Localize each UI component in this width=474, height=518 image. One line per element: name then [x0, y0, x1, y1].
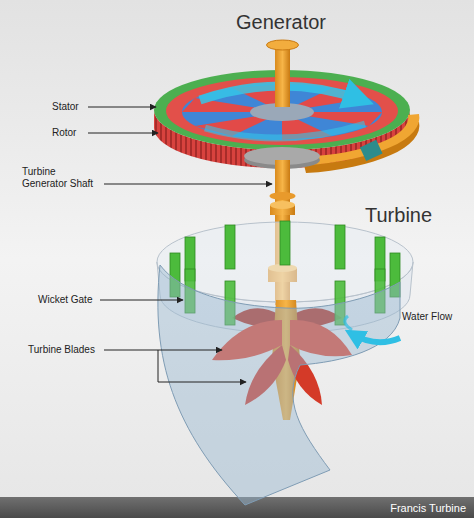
leader-lines	[158, 350, 246, 382]
leader-lines	[88, 133, 158, 134]
part-label: Turbine Generator Shaft	[22, 166, 102, 190]
part-label: Water Flow	[402, 311, 452, 323]
generator	[304, 122, 419, 173]
part-label: Rotor	[52, 127, 76, 139]
shaft-cap	[275, 45, 290, 107]
shaft-lower	[270, 201, 295, 209]
water-flow-arrow	[352, 334, 400, 342]
wicket-gates-back	[225, 225, 235, 269]
wicket-gates-back	[170, 221, 400, 297]
water-flow-arrow	[345, 316, 400, 342]
part-label: Stator	[52, 101, 79, 113]
wicket-gates-back	[280, 221, 290, 265]
spiral-casing	[158, 265, 400, 505]
background	[0, 497, 474, 518]
spiral-casing	[158, 265, 400, 505]
wicket-gates-back	[335, 225, 345, 269]
leader-lines	[104, 184, 272, 185]
generator	[304, 114, 419, 165]
part-label: Turbine Blades	[28, 344, 95, 356]
shaft-cap	[267, 40, 299, 50]
part-heading: Generator	[236, 10, 326, 34]
part-heading: Turbine	[365, 203, 432, 227]
leader-lines	[104, 350, 222, 351]
shaft-lower	[270, 192, 296, 200]
leader-lines	[100, 300, 183, 301]
part-label: Wicket Gate	[38, 294, 92, 306]
shaft-cap	[244, 40, 320, 169]
generator	[205, 124, 365, 138]
generator	[360, 140, 383, 161]
leader-lines	[88, 107, 272, 382]
watermark: Francis Turbine	[390, 502, 466, 515]
water-flow-arrow	[345, 316, 352, 330]
leader-lines	[88, 107, 156, 108]
